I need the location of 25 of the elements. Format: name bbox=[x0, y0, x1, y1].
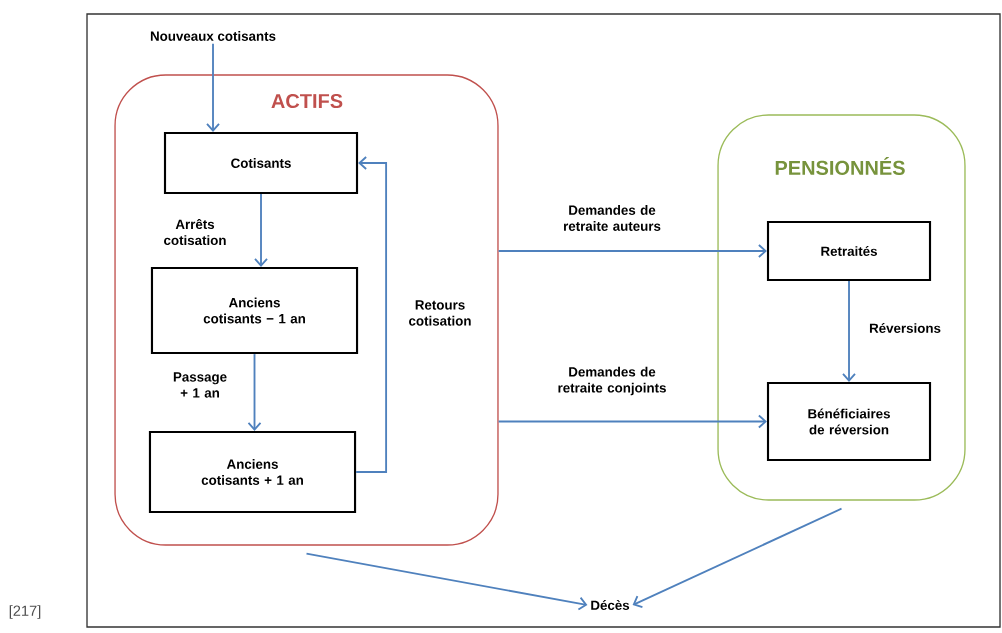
edge-label: Demandes de retraite conjoints bbox=[558, 366, 666, 396]
process-box: Anciens cotisants + 1 an bbox=[148, 430, 357, 514]
arrow bbox=[842, 280, 856, 382]
arrow bbox=[497, 414, 767, 429]
process-box: Anciens cotisants − 1 an bbox=[150, 266, 359, 355]
node-label: Décès bbox=[591, 600, 630, 610]
edge-label: Arrêts cotisation bbox=[164, 218, 226, 246]
arrow bbox=[305, 552, 588, 611]
edge-label: Retours cotisation bbox=[409, 300, 471, 326]
arrow bbox=[355, 156, 388, 473]
reference-number: [217] bbox=[9, 605, 41, 619]
edge-label: Réversions bbox=[869, 323, 941, 333]
process-box: Cotisants bbox=[163, 131, 359, 195]
edge-label: Demandes de retraite auteurs bbox=[564, 205, 661, 231]
arrow bbox=[206, 42, 220, 132]
process-box: Bénéficiaires de réversion bbox=[766, 381, 932, 462]
arrow bbox=[254, 193, 268, 267]
arrow bbox=[247, 353, 262, 431]
node-label: Nouveaux cotisants bbox=[150, 31, 276, 41]
group-title: ACTIFS bbox=[271, 93, 343, 109]
arrow bbox=[632, 507, 843, 608]
edge-label: Passage + 1 an bbox=[173, 372, 227, 398]
group-title: PENSIONNÉS bbox=[775, 157, 905, 175]
process-box: Retraités bbox=[766, 220, 932, 282]
arrow bbox=[497, 244, 767, 258]
